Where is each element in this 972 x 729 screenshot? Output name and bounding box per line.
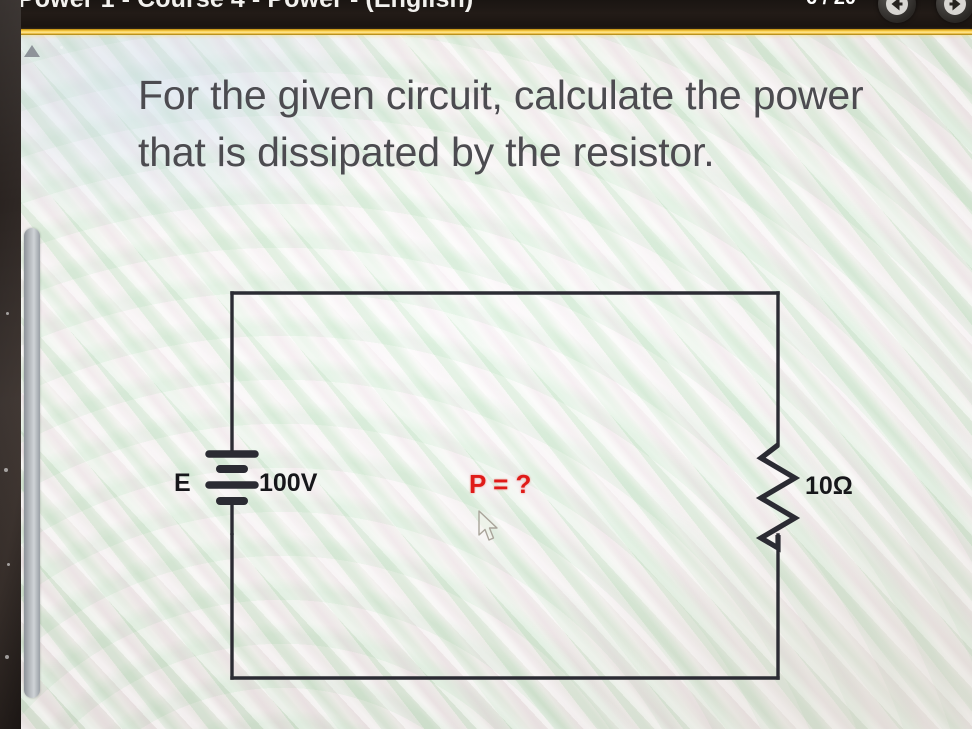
dust-speck <box>6 312 9 315</box>
page-counter: 6 / 20 <box>806 0 856 10</box>
monitor-bezel <box>0 0 21 729</box>
arrow-left-circle-icon[interactable] <box>878 0 916 23</box>
dust-speck <box>5 655 9 659</box>
triangle-up-icon[interactable] <box>22 42 42 60</box>
unknown-power-label: P = ? <box>469 469 532 499</box>
dust-speck <box>7 563 10 566</box>
dust-speck <box>4 468 8 472</box>
resistor-value-label: 10Ω <box>805 472 853 500</box>
arrow-right-circle-icon[interactable] <box>936 0 972 23</box>
scrollbar-thumb[interactable] <box>24 228 40 698</box>
source-designator-label: E <box>174 469 191 497</box>
dust-speck <box>60 46 63 49</box>
titlebar-accent-rule <box>0 29 972 35</box>
source-value-label: 100V <box>259 469 318 497</box>
question-text: For the given circuit, calculate the pow… <box>138 72 864 175</box>
window-title: Power 1 - Course 4 - Power - (English) <box>18 0 473 14</box>
window-titlebar: Power 1 - Course 4 - Power - (English) 6… <box>0 0 972 30</box>
lesson-content-area: For the given circuit, calculate the pow… <box>21 35 972 729</box>
vertical-scrollbar[interactable] <box>21 35 43 729</box>
